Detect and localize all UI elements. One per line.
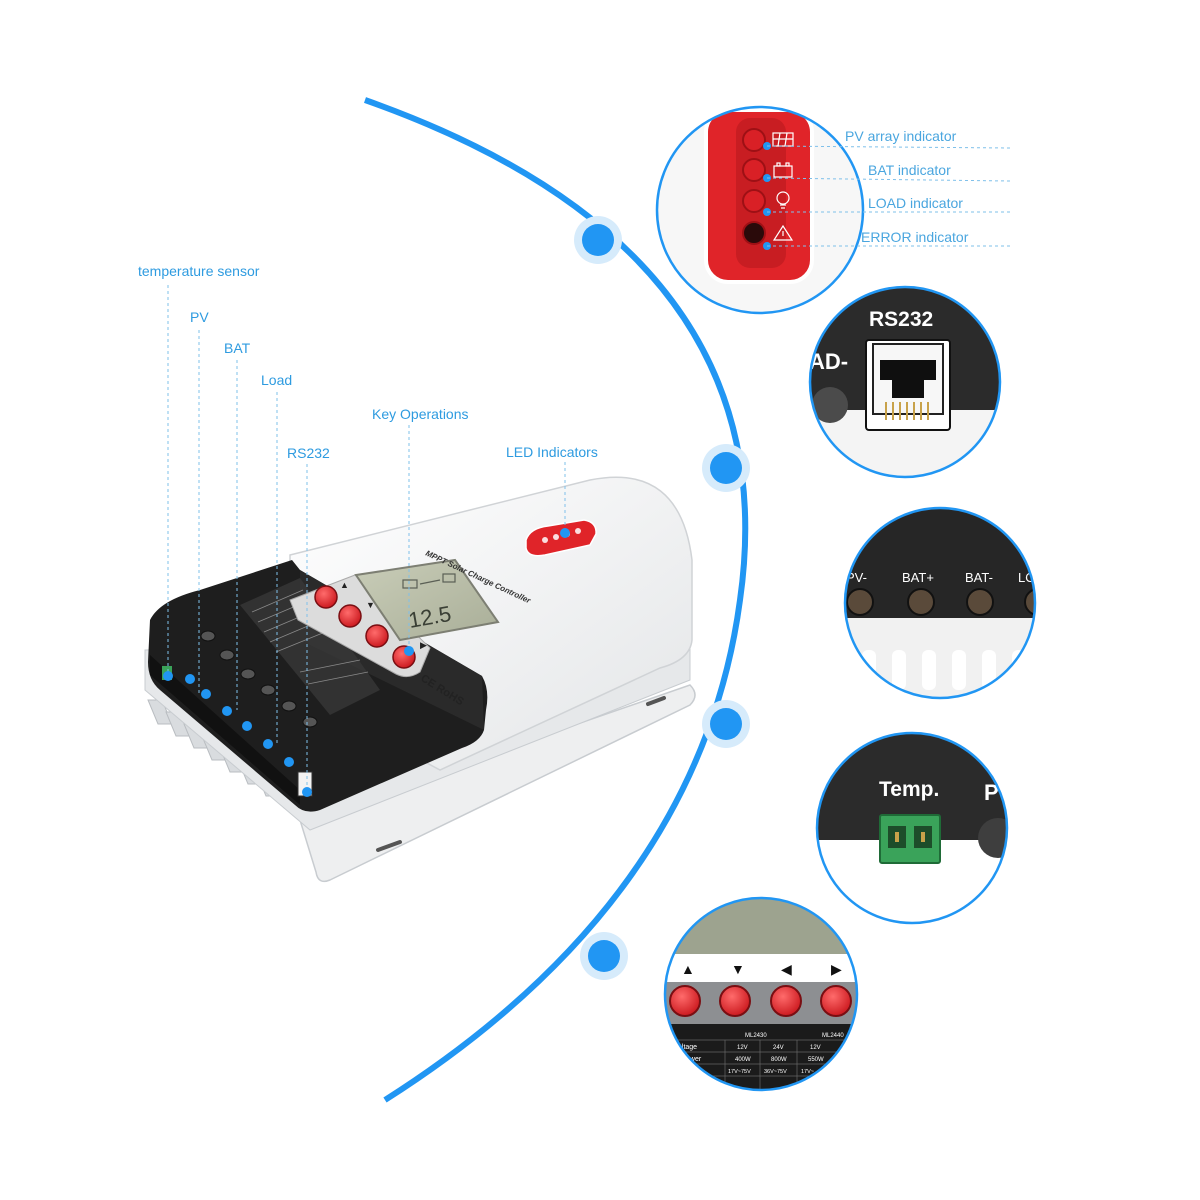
key-buttons (669, 985, 852, 1017)
spec-cell: 12V (737, 1045, 748, 1051)
callout-temperature-sensor: temperature sensor (138, 263, 260, 279)
callout-load: Load (261, 372, 293, 388)
spec-cell: oltage (678, 1044, 697, 1051)
callout-dots (163, 528, 570, 797)
led-leader-lines (766, 145, 1011, 247)
spec-cell: 400W (735, 1057, 751, 1063)
temp-detail-circle: P Temp. (815, 731, 1009, 925)
spec-header-ml2430: ML2430 (745, 1033, 767, 1039)
terminal-screws (846, 588, 1035, 616)
arc-node-2 (702, 444, 750, 492)
callout-led-indicators: LED Indicators (506, 444, 598, 460)
callout-bat: BAT (224, 340, 251, 356)
mounting-slot (646, 696, 666, 706)
device-arrow-right-icon: ▶ (420, 640, 427, 650)
device-arrow-down-icon: ▼ (366, 600, 375, 610)
spec-cell: 12V (810, 1045, 821, 1051)
device-arrow-up-icon: ▲ (340, 580, 349, 590)
arrow-up-icon: ▲ (681, 961, 695, 977)
spec-header-ml2440: ML2440 (822, 1033, 844, 1039)
led-error (742, 221, 771, 250)
solar-panel-icon (772, 132, 794, 147)
warning-icon (772, 224, 794, 241)
temp-port-label: Temp. (879, 778, 939, 801)
terminal-label-pv-minus: PV- (846, 570, 867, 585)
arrow-right-icon: ▶ (831, 961, 842, 977)
led-load (742, 189, 771, 216)
spec-cell: 800W (771, 1057, 787, 1063)
mounting-slot (376, 840, 402, 852)
spec-cell: 17V~ (801, 1069, 814, 1075)
terminal-label-bat-minus: BAT- (965, 570, 993, 585)
load-minus-partial-label: AD- (809, 349, 848, 374)
spec-cell: 17V~75V (728, 1069, 751, 1075)
pv-array-indicator-label: PV array indicator (845, 128, 957, 144)
rs232-port-label: RS232 (869, 308, 933, 331)
lcd-icons (402, 573, 456, 589)
error-indicator-label: ERROR indicator (861, 229, 969, 245)
callout-rs232: RS232 (287, 445, 330, 461)
connector-arc (364, 97, 749, 1103)
arc-node-1 (574, 216, 622, 264)
led-detail-circle (655, 105, 1011, 315)
arc-node-3 (702, 700, 750, 748)
arrow-left-icon: ◀ (781, 961, 792, 977)
load-indicator-label: LOAD indicator (868, 195, 963, 211)
terminal-detail-circle: PV- BAT+ BAT- LO (843, 506, 1037, 700)
battery-icon (773, 162, 793, 178)
bulb-icon (776, 191, 790, 209)
spec-cell: 550W (808, 1057, 824, 1063)
spec-cell: 36V~75V (764, 1069, 787, 1075)
arrow-down-icon: ▼ (731, 961, 745, 977)
rs232-detail-circle: AD- RS232 (808, 285, 1002, 479)
spec-cell: ower (686, 1056, 702, 1063)
terminal-label-bat-plus: BAT+ (902, 570, 934, 585)
bat-indicator-label: BAT indicator (868, 162, 951, 178)
pv-partial-label: P (984, 780, 999, 805)
lcd-screen (354, 558, 500, 642)
callout-pv: PV (190, 309, 209, 325)
spec-cell: 24V (773, 1045, 784, 1051)
callout-leader-lines (167, 285, 566, 792)
callout-key-operations: Key Operations (372, 406, 469, 422)
charge-controller-device: ▲ ▼ ◀ ▶ 12.5 MPPT Solar Charge Controlle… (144, 476, 696, 883)
keys-detail-circle: ▲ ▼ ◀ ▶ ML2430 ML2440 oltage 12 (663, 896, 859, 1092)
arc-node-4 (580, 932, 628, 980)
